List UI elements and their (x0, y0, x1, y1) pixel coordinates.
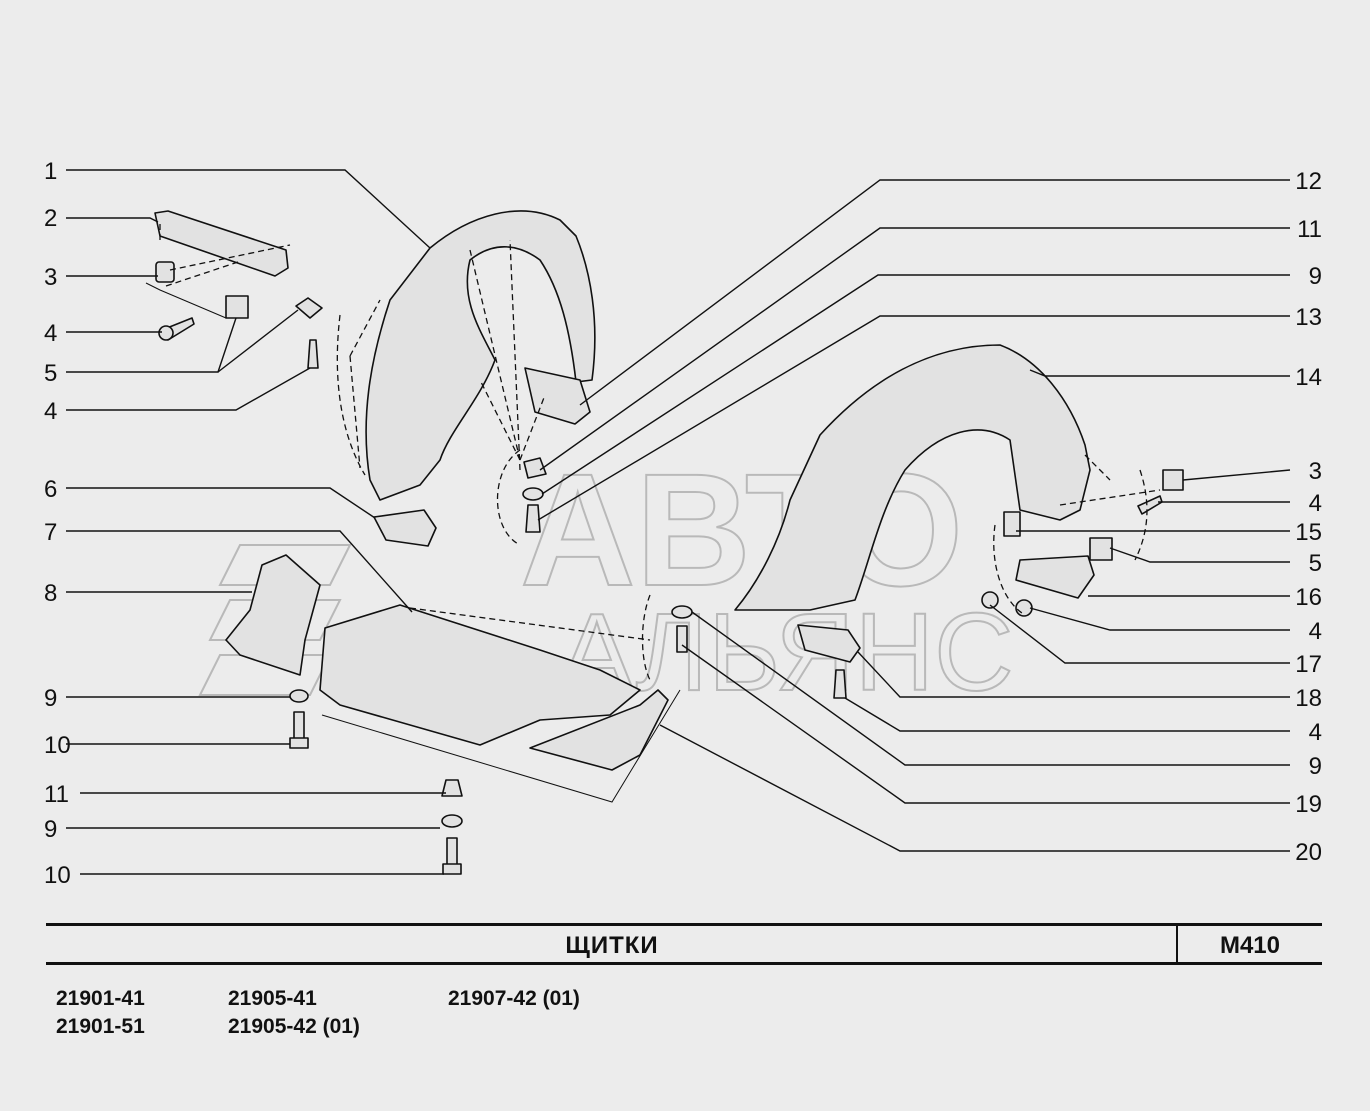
clip-part (523, 457, 547, 479)
callout-number: 3 (44, 264, 57, 291)
washer-part (441, 814, 463, 828)
clip-part (295, 297, 323, 319)
title-divider (1176, 926, 1178, 962)
clip-part (155, 261, 175, 283)
callout-number: 9 (44, 816, 57, 843)
clip-part (1162, 469, 1184, 491)
callout-number: 11 (44, 781, 69, 808)
wheel-arch-liner-right (734, 344, 1091, 611)
mudflap-part (1015, 555, 1095, 599)
callout-number: 15 (1295, 519, 1322, 546)
callout-number: 11 (1297, 216, 1322, 243)
washer-part (522, 487, 544, 501)
clip-part (1089, 537, 1113, 561)
group-outlines (145, 282, 681, 803)
callout-number: 19 (1295, 791, 1322, 818)
clip-part (1003, 511, 1021, 537)
parts-diagram: АВТО АЛЬЯНС (44, 158, 1322, 889)
model-code: 21905-41 (228, 987, 317, 1010)
callout-number: 16 (1295, 584, 1322, 611)
model-code: 21901-51 (56, 1015, 145, 1038)
screw-head-part (1015, 599, 1033, 617)
callout-number: 4 (1309, 490, 1322, 517)
callout-number: 9 (1309, 753, 1322, 780)
callout-number: 14 (1295, 364, 1322, 391)
callout-number: 10 (44, 862, 71, 889)
callout-number: 9 (44, 685, 57, 712)
page-title: ЩИТКИ (565, 932, 659, 959)
shield-part-left (225, 554, 321, 676)
bracket-part (154, 210, 289, 277)
washer-part (671, 605, 693, 619)
callout-number: 5 (44, 360, 57, 387)
callout-number: 17 (1295, 651, 1322, 678)
leader-lines-left (66, 169, 446, 875)
leader-lines-right (537, 179, 1291, 852)
callout-number: 6 (44, 476, 57, 503)
bolt-head-part (289, 737, 309, 749)
screw-part (525, 504, 541, 533)
callout-number: 12 (1295, 168, 1322, 195)
model-code: 21905-42 (01) (228, 1015, 360, 1038)
callout-number: 7 (44, 519, 57, 546)
callouts-right: 12 11 9 13 14 3 4 15 5 16 4 17 18 4 9 19… (1295, 168, 1322, 866)
engine-undershield (319, 604, 641, 746)
callout-number: 13 (1295, 304, 1322, 331)
washer-part (289, 689, 309, 703)
callout-number: 5 (1309, 550, 1322, 577)
model-code: 21901-41 (56, 987, 145, 1010)
assembly-lines (159, 220, 1161, 681)
screw-part (307, 339, 319, 369)
callout-number: 4 (1309, 618, 1322, 645)
screw-part (833, 669, 847, 699)
nut-part (441, 779, 463, 797)
callout-number: 1 (44, 158, 57, 185)
callout-number: 4 (1309, 719, 1322, 746)
undershield-extension (529, 689, 669, 771)
callout-number: 10 (44, 732, 71, 759)
wheel-arch-liner-left (365, 210, 596, 501)
model-code: 21907-42 (01) (448, 987, 580, 1010)
page-code: M410 (1219, 932, 1281, 959)
callout-number: 9 (1309, 263, 1322, 290)
clip-part (225, 295, 249, 319)
callouts-left: 1 2 3 4 5 4 6 7 8 9 10 11 9 10 (44, 158, 71, 889)
screw-part (1137, 495, 1163, 515)
callout-number: 4 (44, 398, 57, 425)
bolt-part (676, 625, 688, 653)
screw-head-part (981, 591, 999, 609)
callout-number: 18 (1295, 685, 1322, 712)
deflector-part (797, 624, 861, 663)
deflector-part (373, 509, 437, 547)
screw-head-part (158, 325, 174, 341)
mudflap-part (524, 367, 591, 425)
callout-number: 20 (1295, 839, 1322, 866)
title-bar: ЩИТКИ M410 (46, 923, 1322, 965)
callout-number: 2 (44, 205, 57, 232)
callout-number: 3 (1309, 458, 1322, 485)
bolt-head-part (442, 863, 462, 875)
parts-drawing (154, 210, 1184, 875)
callout-number: 4 (44, 320, 57, 347)
bolt-part (446, 837, 458, 867)
callout-number: 8 (44, 580, 57, 607)
